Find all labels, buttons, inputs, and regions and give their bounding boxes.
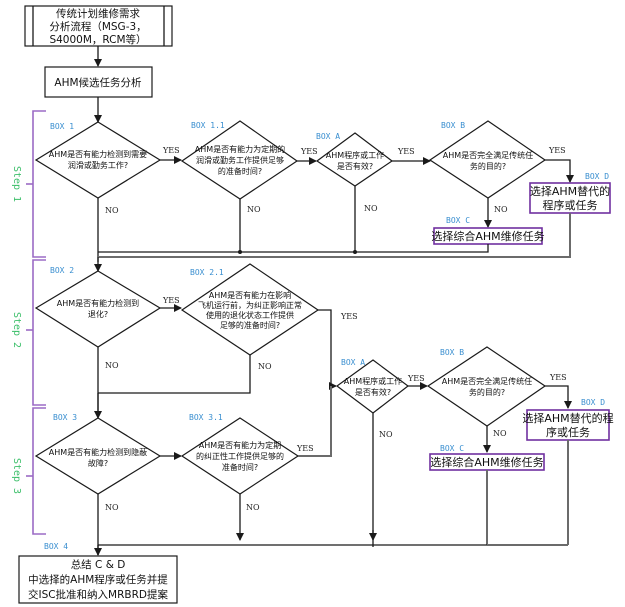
box4-line-1: 总结 C & D — [71, 558, 126, 571]
box2-question-2: 退化? — [88, 309, 108, 319]
box2-1-question-1: AHM是否有能力在影响 — [209, 290, 291, 300]
box3-decision: AHM是否有能力检测到隐蔽 故障? — [34, 417, 162, 495]
step2-boxA-question-1: AHM程序或工作 — [344, 376, 402, 386]
step1-boxD-outcome: 选择AHM替代的 程序或任务 — [529, 182, 611, 214]
box1-1-decision: AHM是否有能力为定期的 润滑或勤务工作提供足够 的准备时间? — [180, 120, 299, 200]
candidate-box-label: AHM候选任务分析 — [54, 76, 142, 89]
box2-1-tag: BOX 2.1 — [190, 268, 224, 277]
step1-boxA-question-2: 是否有效? — [337, 161, 373, 171]
box2-1-yes-label: YES — [340, 312, 358, 321]
box1-question-2: 润滑或勤务工作? — [68, 160, 128, 170]
step1-boxA-question-1: AHM程序或工作 — [326, 150, 384, 160]
step2-boxD-tag: BOX D — [581, 398, 605, 407]
step1-boxB-no-label: NO — [494, 205, 508, 214]
box3-1-question-2: 的纠正性工作提供足够的 — [196, 451, 284, 461]
box4-summary: 总结 C & D 中选择的AHM程序或任务并提 交ISC批准和纳入MRBRD提案 — [18, 555, 178, 604]
box3-1-tag: BOX 3.1 — [189, 413, 223, 422]
step1-boxC-outcome: 选择综合AHM维修任务 — [431, 227, 545, 245]
step1-boxB-tag: BOX B — [441, 121, 465, 130]
step1-boxA-tag: BOX A — [316, 132, 340, 141]
step1-boxA-yes-label: YES — [397, 147, 415, 156]
step1-boxD-line-2: 程序或任务 — [543, 198, 598, 212]
box4-line-3: 交ISC批准和纳入MRBRD提案 — [28, 588, 169, 601]
step-3-label: Step 3 — [11, 458, 22, 494]
step2-boxA-decision: AHM程序或工作 是否有效? — [335, 359, 409, 414]
step1-boxB-question-1: AHM是否完全满足传统任 — [443, 150, 533, 160]
step2-boxB-tag: BOX B — [440, 348, 464, 357]
step2-boxB-yes-arrow — [545, 385, 572, 409]
box2-1-decision: AHM是否有能力在影响 飞机运行前，为纠正影响正常 使用的退化状态工作提供 足够… — [180, 263, 320, 356]
step2-boxA-tag: BOX A — [341, 358, 365, 367]
start-box-line-3: S4000M，RCM等） — [49, 33, 146, 46]
step2-boxA-yes-label: YES — [407, 374, 425, 383]
box2-decision: AHM是否有能力检测到 退化? — [34, 270, 162, 348]
step1-boxB-yes-label: YES — [548, 146, 566, 155]
step-2-bracket: Step 2 — [11, 259, 46, 406]
box2-1-question-2: 飞机运行前，为纠正影响正常 — [198, 300, 302, 310]
step1-boxB-decision: AHM是否完全满足传统任 务的目的? — [428, 120, 547, 199]
start-box-line-2: 分析流程（MSG-3， — [49, 20, 146, 33]
box3-1-question-1: AHM是否有能力为定期 — [199, 440, 281, 450]
step-1-label: Step 1 — [11, 166, 22, 202]
step2-boxD-line-1: 选择AHM替代的程 — [522, 411, 613, 425]
start-box: 传统计划维修需求 分析流程（MSG-3， S4000M，RCM等） — [24, 5, 173, 47]
box2-no-label: NO — [105, 361, 119, 370]
step2-boxC-outcome: 选择综合AHM维修任务 — [429, 453, 545, 471]
step-2-label: Step 2 — [11, 312, 22, 348]
box2-tag: BOX 2 — [50, 266, 74, 275]
step1-boxB-question-2: 务的目的? — [470, 161, 506, 171]
step1-boxB-yes-arrow — [545, 159, 574, 183]
step1-boxD-tag: BOX D — [585, 172, 609, 181]
box2-1-no-label: NO — [258, 362, 272, 371]
box3-tag: BOX 3 — [53, 413, 77, 422]
box2-1-no-line — [98, 355, 251, 394]
box2-1-question-4: 足够的准备时间? — [220, 320, 280, 330]
step2-boxB-no-label: NO — [493, 429, 507, 438]
box1-1-no-label: NO — [247, 205, 261, 214]
box1-tag: BOX 1 — [50, 122, 74, 131]
step2-boxA-no-label: NO — [379, 430, 393, 439]
start-box-line-1: 传统计划维修需求 — [56, 7, 140, 20]
box1-decision: AHM是否有能力检测到需要 润滑或勤务工作? — [34, 121, 162, 199]
box2-1-question-3: 使用的退化状态工作提供 — [206, 310, 294, 320]
box2-1-yes-line — [318, 309, 332, 386]
candidate-box: AHM候选任务分析 — [44, 66, 153, 98]
box1-1-question-3: 的准备时间? — [218, 166, 262, 176]
step-1-bracket: Step 1 — [11, 110, 46, 258]
step2-boxC-label: 选择综合AHM维修任务 — [430, 455, 543, 469]
box2-question-1: AHM是否有能力检测到 — [57, 298, 139, 308]
step1-boxD-line-1: 选择AHM替代的 — [530, 184, 610, 198]
step2-boxD-outcome: 选择AHM替代的程 序或任务 — [522, 409, 614, 441]
box1-1-question-2: 润滑或勤务工作提供足够 — [196, 155, 284, 165]
box3-no-label: NO — [105, 503, 119, 512]
step1-boxC-tag: BOX C — [446, 216, 470, 225]
box3-1-question-3: 准备时间? — [222, 462, 258, 472]
box3-1-yes-label: YES — [296, 444, 314, 453]
box4-line-2: 中选择的AHM程序或任务并提 — [28, 573, 168, 586]
step1-boxC-label: 选择综合AHM维修任务 — [431, 229, 544, 243]
box3-1-yes-line — [298, 386, 332, 457]
step1-merge-line-d — [98, 213, 571, 258]
box3-question-2: 故障? — [88, 458, 108, 468]
box2-yes-label: YES — [162, 296, 180, 305]
box3-1-no-label: NO — [246, 503, 260, 512]
box1-1-yes-label: YES — [300, 147, 318, 156]
step2-boxC-tag: BOX C — [440, 444, 464, 453]
box1-no-label: NO — [105, 206, 119, 215]
step2-boxB-question-1: AHM是否完全满足传统任 — [442, 376, 532, 386]
box1-1-question-1: AHM是否有能力为定期的 — [195, 144, 285, 154]
step2-boxB-question-2: 务的目的? — [469, 387, 505, 397]
step2-boxA-question-2: 是否有效? — [355, 387, 391, 397]
box1-yes-label: YES — [162, 146, 180, 155]
step1-boxA-no-label: NO — [364, 204, 378, 213]
box1-1-tag: BOX 1.1 — [191, 121, 225, 130]
step1-merge-line-c — [98, 244, 489, 253]
box1-question-1: AHM是否有能力检测到需要 — [49, 149, 147, 159]
box3-question-1: AHM是否有能力检测到隐蔽 — [49, 447, 147, 457]
box3-1-decision: AHM是否有能力为定期 的纠正性工作提供足够的 准备时间? — [180, 417, 300, 495]
step2-boxB-yes-label: YES — [549, 373, 567, 382]
step-3-bracket: Step 3 — [11, 407, 46, 535]
box4-tag: BOX 4 — [44, 542, 68, 551]
step2-boxD-line-2: 序或任务 — [546, 425, 590, 439]
